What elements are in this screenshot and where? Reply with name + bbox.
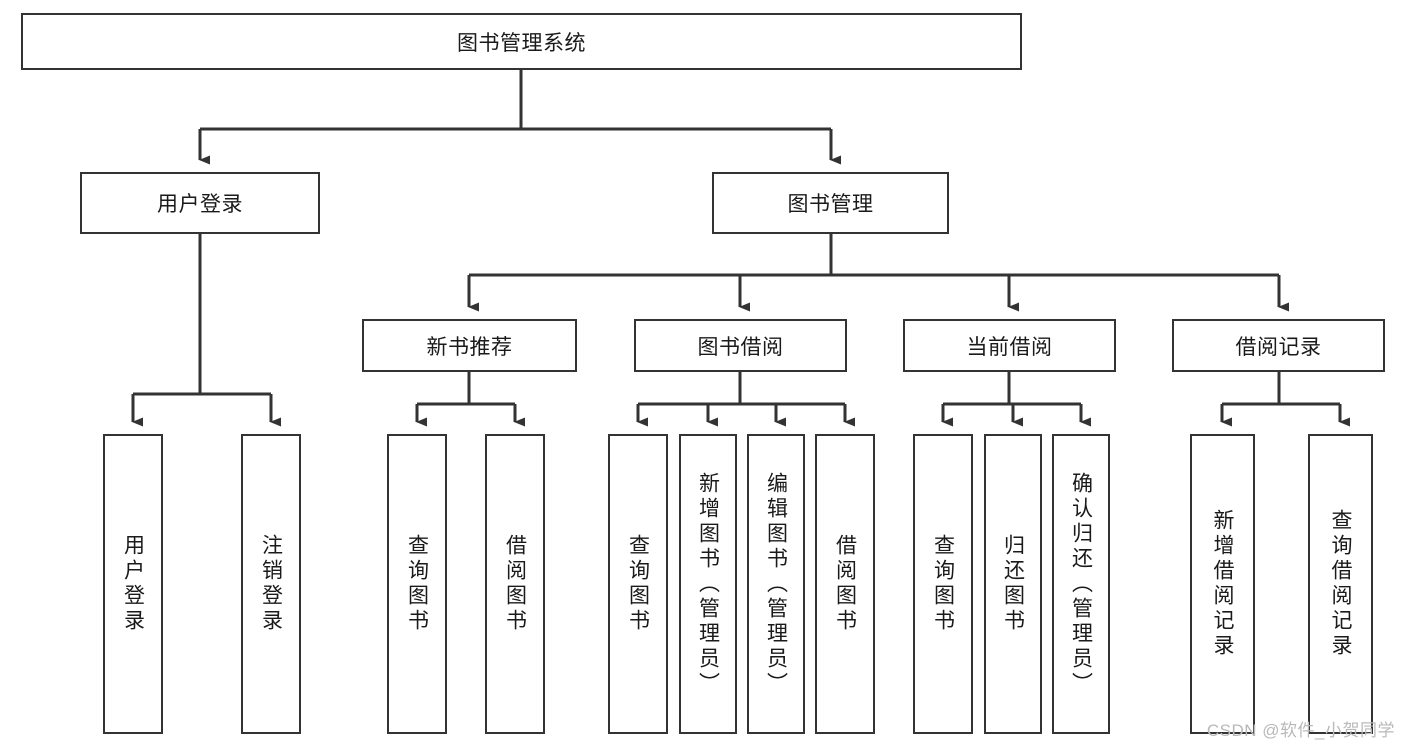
node-leaf-borrow-book-1-label: 借阅图书 xyxy=(503,534,527,634)
node-leaf-confirm-return-label: 确认归还（管理员） xyxy=(1069,471,1093,697)
node-current-borrow-label: 当前借阅 xyxy=(966,335,1053,359)
node-user-login[interactable]: 用户登录 xyxy=(80,172,320,234)
node-leaf-edit-book[interactable]: 编辑图书（管理员） xyxy=(747,434,805,734)
node-leaf-borrow-book-2-label: 借阅图书 xyxy=(833,534,857,634)
node-leaf-query-book-1[interactable]: 查询图书 xyxy=(387,434,447,734)
node-current-borrow[interactable]: 当前借阅 xyxy=(903,319,1116,372)
node-book-borrow[interactable]: 图书借阅 xyxy=(634,319,847,372)
node-leaf-return-book-label: 归还图书 xyxy=(1001,534,1025,634)
node-leaf-query-record[interactable]: 查询借阅记录 xyxy=(1308,434,1373,734)
node-leaf-edit-book-label: 编辑图书（管理员） xyxy=(764,471,788,697)
node-book-manage-label: 图书管理 xyxy=(787,193,874,216)
node-leaf-query-book-2-label: 查询图书 xyxy=(626,534,650,634)
node-leaf-borrow-book-1[interactable]: 借阅图书 xyxy=(485,434,545,734)
node-leaf-add-book[interactable]: 新增图书（管理员） xyxy=(679,434,737,734)
node-leaf-logout-label: 注销登录 xyxy=(259,534,283,634)
node-leaf-query-book-2[interactable]: 查询图书 xyxy=(608,434,668,734)
node-leaf-borrow-book-2[interactable]: 借阅图书 xyxy=(815,434,875,734)
node-borrow-record[interactable]: 借阅记录 xyxy=(1172,319,1385,372)
node-root-label: 图书管理系统 xyxy=(457,31,586,55)
node-leaf-query-book-3-label: 查询图书 xyxy=(931,534,955,634)
node-leaf-user-login[interactable]: 用户登录 xyxy=(103,434,163,734)
node-leaf-confirm-return[interactable]: 确认归还（管理员） xyxy=(1052,434,1110,734)
node-book-borrow-label: 图书借阅 xyxy=(697,335,784,359)
node-leaf-query-record-label: 查询借阅记录 xyxy=(1329,509,1352,659)
node-leaf-query-book-3[interactable]: 查询图书 xyxy=(913,434,973,734)
node-user-login-label: 用户登录 xyxy=(157,193,243,216)
node-root[interactable]: 图书管理系统 xyxy=(21,13,1022,70)
node-leaf-return-book[interactable]: 归还图书 xyxy=(984,434,1042,734)
node-leaf-logout[interactable]: 注销登录 xyxy=(241,434,301,734)
node-leaf-add-record-label: 新增借阅记录 xyxy=(1211,509,1234,659)
node-leaf-add-book-label: 新增图书（管理员） xyxy=(696,471,720,697)
node-new-book-recommend-label: 新书推荐 xyxy=(426,335,513,359)
node-leaf-query-book-1-label: 查询图书 xyxy=(405,534,429,634)
node-new-book-recommend[interactable]: 新书推荐 xyxy=(362,319,577,372)
node-book-manage[interactable]: 图书管理 xyxy=(712,172,949,234)
node-borrow-record-label: 借阅记录 xyxy=(1235,335,1322,359)
node-leaf-add-record[interactable]: 新增借阅记录 xyxy=(1190,434,1255,734)
node-leaf-user-login-label: 用户登录 xyxy=(121,534,145,634)
